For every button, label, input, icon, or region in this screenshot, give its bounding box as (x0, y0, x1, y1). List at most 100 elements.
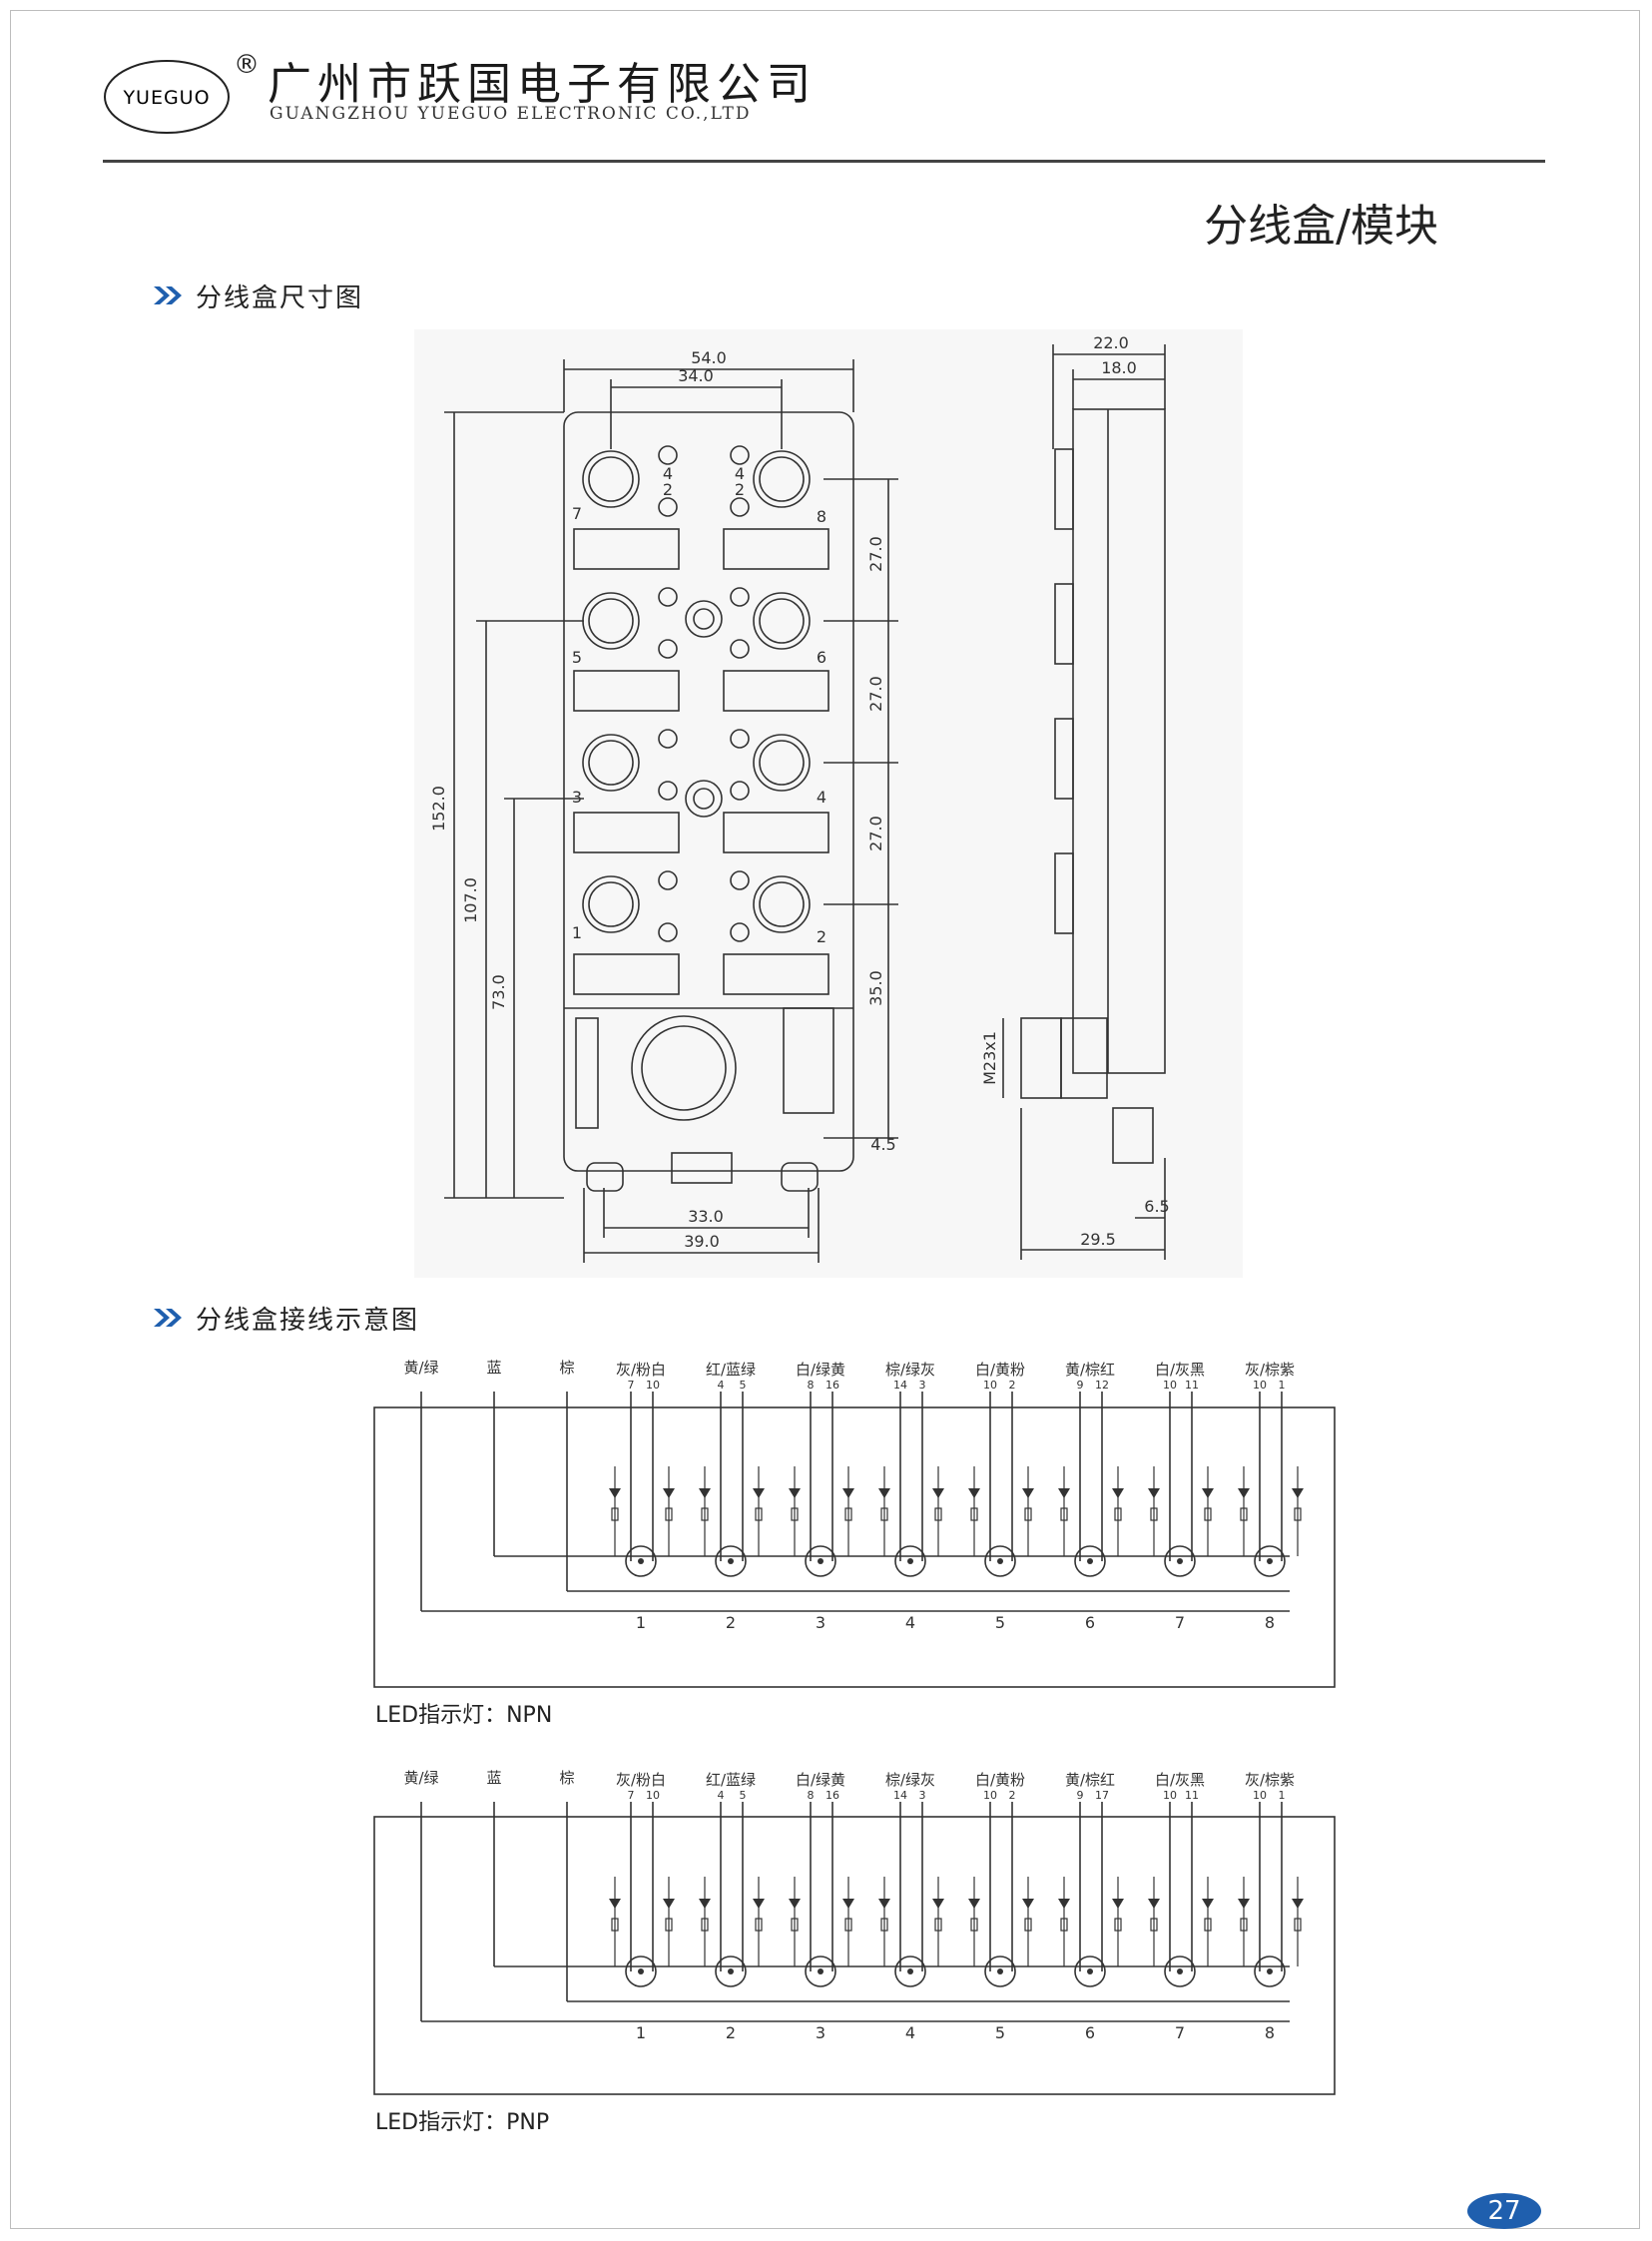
channel-colors-7: 白/灰黑 (1155, 1361, 1205, 1379)
channel-pin-b-2: 5 (740, 1379, 747, 1392)
channel-pin-a-4: 14 (893, 1789, 907, 1802)
port-row-2 (582, 592, 811, 650)
channel-number-2: 2 (726, 1613, 736, 1632)
connector-pin-icon (1087, 1968, 1093, 1974)
channel-number-4: 4 (905, 1613, 915, 1632)
dim-6-5: 6.5 (1144, 1197, 1169, 1216)
channel-number-2: 2 (726, 2023, 736, 2042)
section-dimensions-heading: 分线盒尺寸图 (152, 276, 363, 315)
channel-pin-b-3: 16 (826, 1789, 839, 1802)
connector-pin-icon (907, 1968, 913, 1974)
channel-pin-b-3: 16 (826, 1379, 839, 1392)
page-title: 分线盒/模块 (1204, 201, 1438, 252)
channel-number-1: 1 (636, 1613, 646, 1632)
dim-4-5: 4.5 (870, 1135, 895, 1154)
channel-pin-a-6: 9 (1077, 1379, 1084, 1392)
channel-number-6: 6 (1085, 2023, 1095, 2042)
port-num-3: 3 (572, 788, 582, 807)
channel-pin-b-2: 5 (740, 1789, 747, 1802)
connector-pin-icon (818, 1558, 824, 1564)
dimension-drawing: 54.0 34.0 33.0 39.0 152.0 107.0 73.0 27.… (414, 329, 1243, 1278)
page-border (10, 10, 1640, 2229)
m12-connector-icon (1254, 1956, 1286, 1987)
led-pin-2b: 2 (735, 480, 745, 499)
connector-pin-icon (638, 1558, 644, 1564)
channel-pin-a-3: 8 (808, 1379, 815, 1392)
double-chevron-icon (154, 1309, 182, 1327)
channel-pin-a-1: 7 (628, 1789, 635, 1802)
dim-107: 107.0 (461, 877, 480, 923)
channel-pin-b-7: 11 (1185, 1379, 1199, 1392)
connector-pin-icon (728, 1968, 734, 1974)
m12-connector-icon (1074, 1545, 1106, 1577)
npn-static (373, 1406, 1336, 1688)
led-label-pnp: LED指示灯：PNP (375, 2110, 550, 2135)
dim-152: 152.0 (429, 786, 448, 832)
channel-pin-a-7: 10 (1163, 1379, 1177, 1392)
channel-number-8: 8 (1265, 1613, 1275, 1632)
channel-colors-7: 白/灰黑 (1155, 1771, 1205, 1789)
wire-color-blue: 蓝 (486, 1769, 501, 1787)
m12-connector-icon (805, 1545, 836, 1577)
channel-pin-a-8: 10 (1253, 1379, 1267, 1392)
connector-pin-icon (818, 1968, 824, 1974)
dim-pitch-2: 27.0 (866, 676, 885, 712)
connector-pin-icon (728, 1558, 734, 1564)
connector-pin-icon (997, 1558, 1003, 1564)
channel-pin-a-7: 10 (1163, 1789, 1177, 1802)
channel-number-8: 8 (1265, 2023, 1275, 2042)
channel-number-3: 3 (816, 2023, 826, 2042)
connector-pin-icon (997, 1968, 1003, 1974)
dim-73: 73.0 (489, 974, 508, 1010)
channel-pin-b-7: 11 (1185, 1789, 1199, 1802)
logo-text: YUEGUO (122, 87, 210, 109)
channel-pin-b-1: 10 (646, 1379, 660, 1392)
junction-box-front-outline (563, 411, 854, 1172)
company-logo: YUEGUO (104, 60, 230, 134)
channel-pin-a-8: 10 (1253, 1789, 1267, 1802)
connector-pin-icon (1267, 1558, 1273, 1564)
page-number: 27 (1467, 2193, 1541, 2229)
channel-number-6: 6 (1085, 1613, 1095, 1632)
m12-connector-icon (1164, 1545, 1196, 1577)
channel-colors-6: 黄/棕红 (1065, 1771, 1115, 1789)
channel-colors-4: 棕/绿灰 (885, 1361, 935, 1379)
channel-colors-5: 白/黄粉 (975, 1771, 1025, 1789)
channel-colors-1: 灰/粉白 (616, 1361, 666, 1379)
registered-mark: ® (234, 50, 260, 80)
connector-pin-icon (1267, 1968, 1273, 1974)
m12-connector-icon (984, 1545, 1016, 1577)
channel-colors-3: 白/绿黄 (796, 1771, 845, 1789)
led-pin-4b: 4 (735, 464, 745, 483)
connector-pin-icon (1087, 1558, 1093, 1564)
m12-connector-icon (805, 1956, 836, 1987)
channel-pin-a-5: 10 (983, 1789, 997, 1802)
wire-color-yellow-green: 黄/绿 (403, 1769, 438, 1787)
channel-number-1: 1 (636, 2023, 646, 2042)
channel-number-3: 3 (816, 1613, 826, 1632)
channel-pin-b-6: 12 (1095, 1379, 1109, 1392)
m12-connector-icon (625, 1545, 657, 1577)
channel-pin-b-5: 2 (1009, 1789, 1016, 1802)
channel-colors-1: 灰/粉白 (616, 1771, 666, 1789)
channel-number-7: 7 (1175, 2023, 1185, 2042)
channel-colors-8: 灰/棕紫 (1245, 1361, 1295, 1379)
channel-pin-a-4: 14 (893, 1379, 907, 1392)
port-row-4 (582, 875, 811, 933)
port-num-6: 6 (817, 648, 826, 667)
m12-connector-icon (894, 1956, 926, 1987)
dim-34: 34.0 (678, 366, 714, 385)
channel-pin-b-1: 10 (646, 1789, 660, 1802)
channel-number-5: 5 (995, 1613, 1005, 1632)
wire-color-blue: 蓝 (486, 1359, 501, 1377)
channel-number-4: 4 (905, 2023, 915, 2042)
channel-colors-5: 白/黄粉 (975, 1361, 1025, 1379)
port-num-7: 7 (572, 504, 582, 523)
port-num-8: 8 (817, 507, 826, 526)
wire-color-brown: 棕 (559, 1769, 574, 1787)
port-row-1 (582, 450, 811, 508)
channel-number-5: 5 (995, 2023, 1005, 2042)
channel-number-7: 7 (1175, 1613, 1185, 1632)
